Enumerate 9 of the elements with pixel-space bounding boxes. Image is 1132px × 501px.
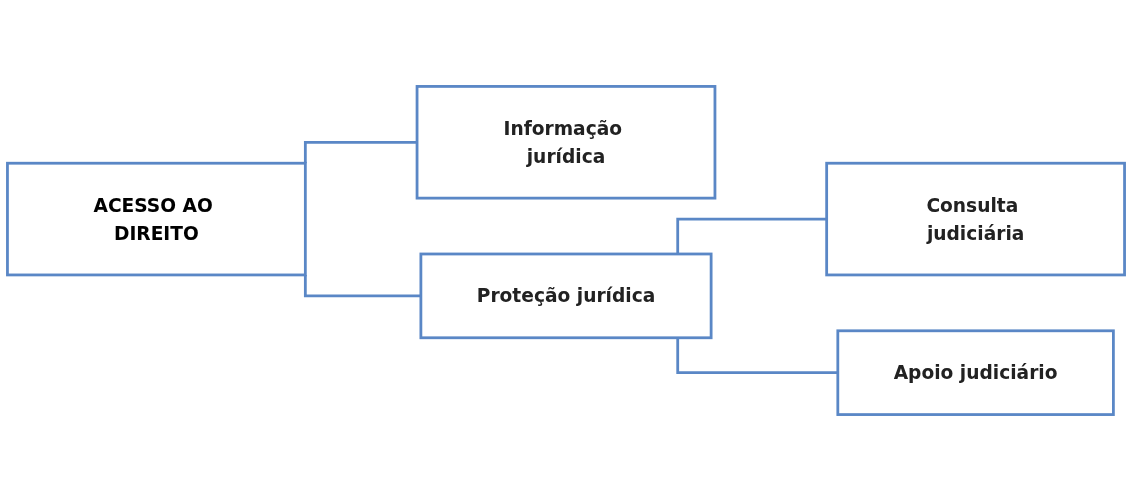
connector	[676, 337, 838, 375]
node-box: Proteção jurídica	[419, 252, 713, 340]
node-box: Informação jurídica	[415, 85, 717, 200]
connector	[676, 217, 827, 254]
node-box: ACESSO AO DIREITO	[6, 161, 307, 277]
connector	[303, 140, 418, 164]
connector	[303, 274, 421, 298]
node-box: Apoio judiciário	[836, 329, 1115, 416]
node-box: Consulta judiciária	[825, 161, 1126, 277]
